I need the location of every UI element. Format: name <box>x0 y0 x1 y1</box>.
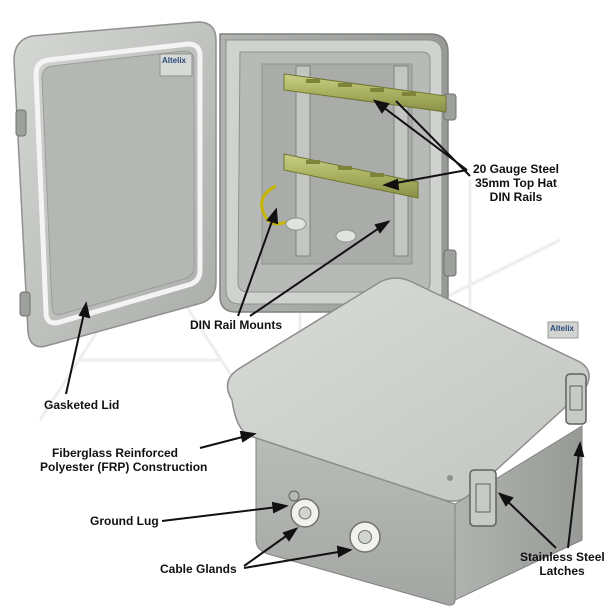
ground-lug <box>288 490 300 502</box>
din-rail-mounts-label: DIN Rail Mounts <box>190 318 282 332</box>
construction-label: Fiberglass Reinforced Polyester (FRP) Co… <box>40 446 208 474</box>
ground-lug-label: Ground Lug <box>90 514 159 528</box>
din-rails-line-3: DIN Rails <box>489 190 543 204</box>
box-logo: Altelix <box>550 324 575 333</box>
latch <box>469 469 497 527</box>
cable-glands-label: Cable Glands <box>160 562 237 576</box>
gasketed-lid-label: Gasketed Lid <box>44 398 120 412</box>
din-rails <box>283 73 447 199</box>
cable-gland <box>349 521 381 553</box>
construction-line-2: Polyester (FRP) Construction <box>40 460 208 474</box>
construction-line-1: Fiberglass Reinforced <box>51 446 179 460</box>
din-rails-label: 20 Gauge Steel 35mm Top Hat DIN Rails <box>456 162 576 204</box>
din-rails-line-2: 35mm Top Hat <box>475 176 557 190</box>
cable-gland <box>290 498 320 528</box>
latches-line-1: Stainless Steel <box>520 550 605 564</box>
callout-lines <box>65 99 585 569</box>
lid-logo: Altelix <box>162 56 187 65</box>
open-lid <box>13 21 217 348</box>
latches-label: Stainless Steel Latches <box>520 550 605 578</box>
latches-line-2: Latches <box>539 564 585 578</box>
din-rails-line-1: 20 Gauge Steel <box>472 162 560 176</box>
latch <box>565 373 587 425</box>
